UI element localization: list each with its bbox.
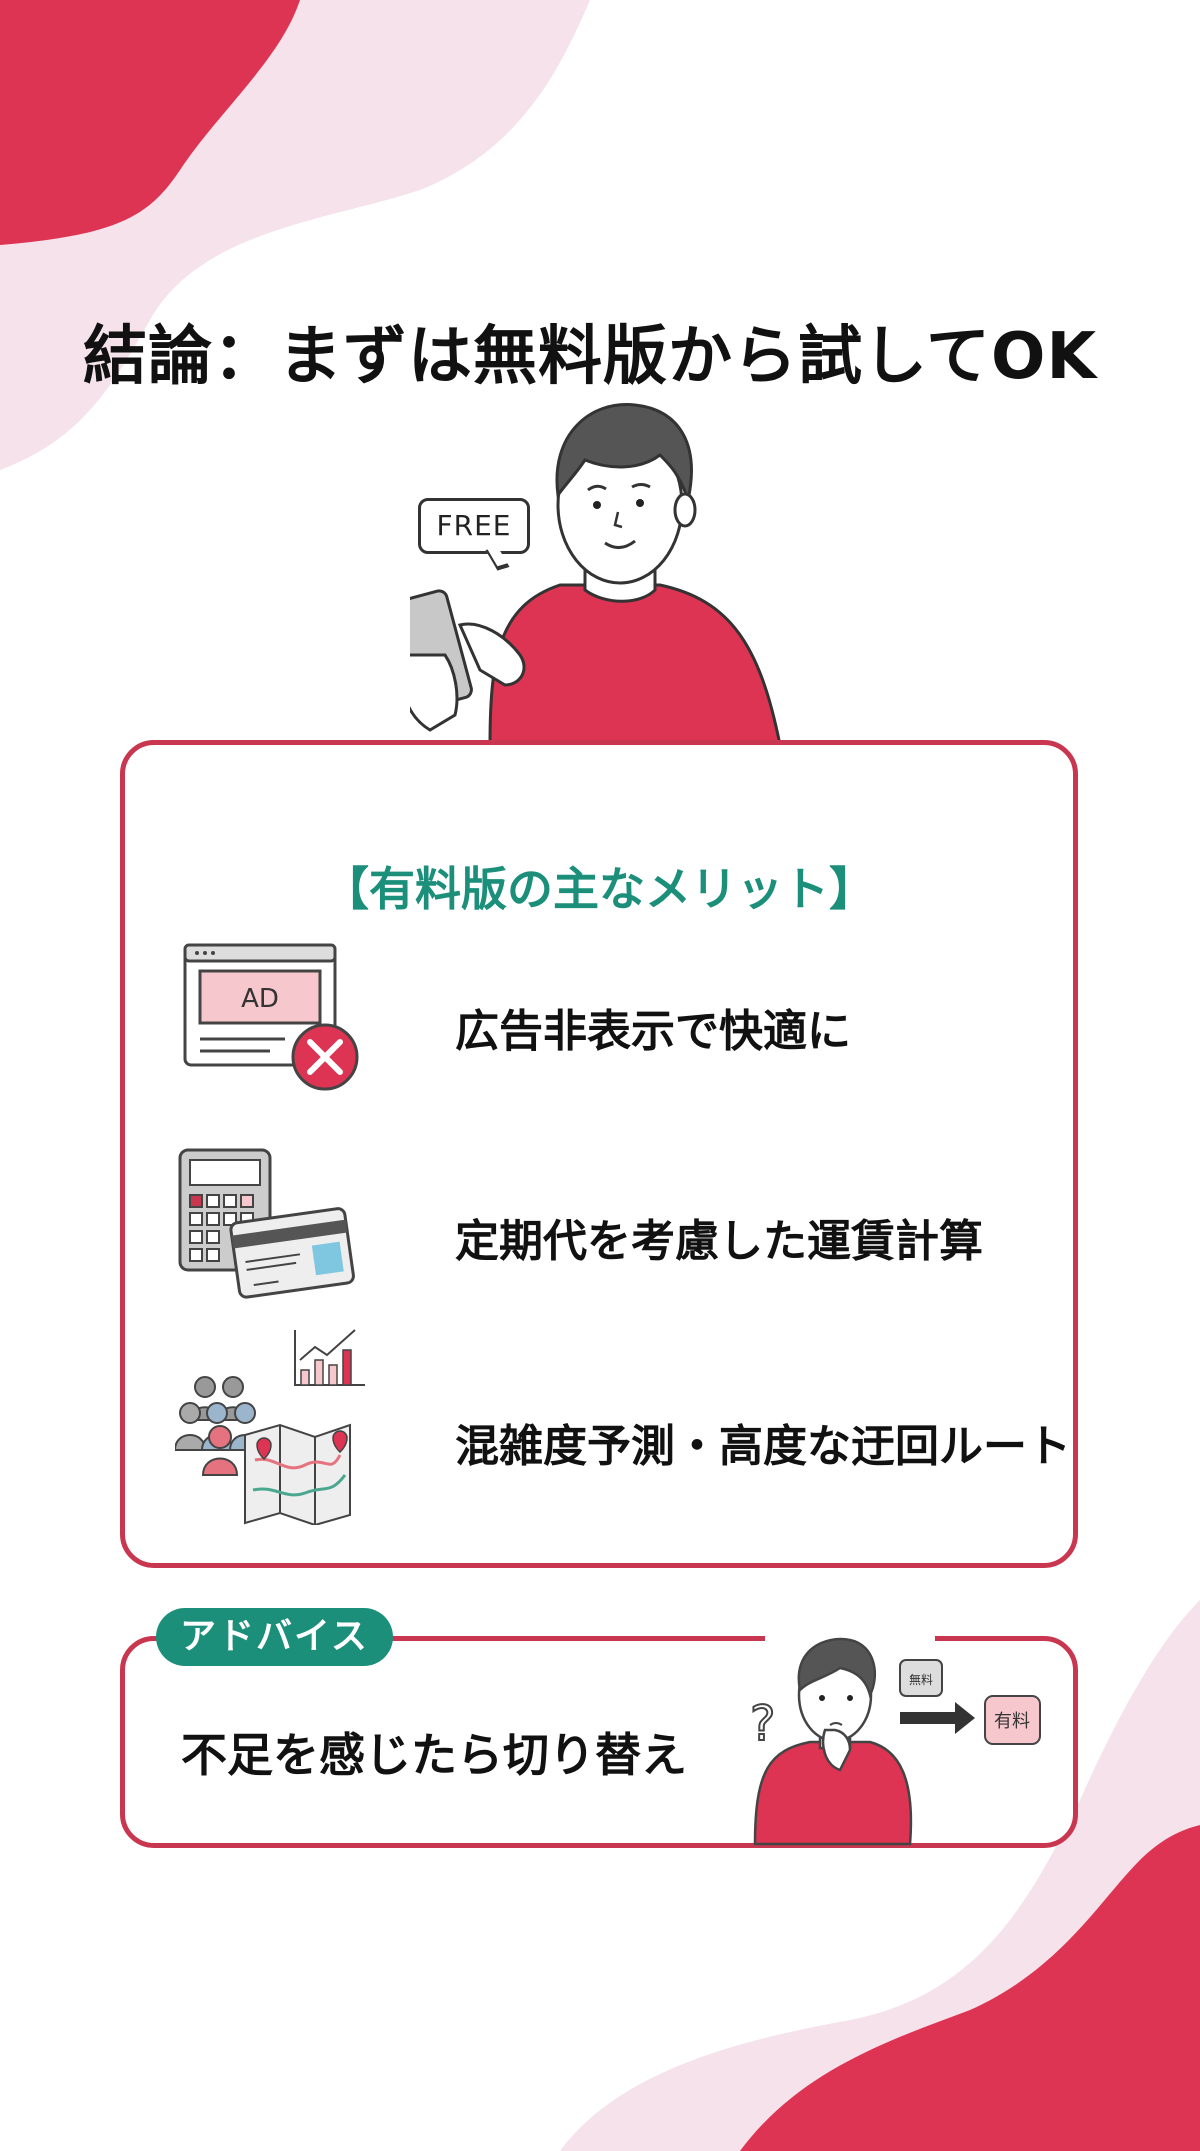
advice-badge: アドバイス bbox=[156, 1608, 393, 1666]
merit-item-congestion-route: 混雑度予測・高度な迂回ルート bbox=[175, 1329, 1071, 1525]
paid-merits-card: 【有料版の主なメリット】 AD 広告非表示で快適に bbox=[120, 740, 1078, 1568]
merit-label-fare-calc: 定期代を考慮した運賃計算 bbox=[455, 1216, 983, 1267]
merit-label-congestion-route: 混雑度予測・高度な迂回ルート bbox=[455, 1421, 1071, 1472]
crowd-map-icon bbox=[175, 1329, 365, 1525]
top-left-blob-decoration bbox=[0, 0, 590, 470]
merit-label-no-ads: 広告非表示で快適に bbox=[455, 1006, 851, 1057]
advice-text: 不足を感じたら切り替え bbox=[181, 1728, 687, 1782]
merit-item-no-ads: AD 広告非表示で快適に bbox=[175, 935, 1035, 1105]
merits-heading: 【有料版の主なメリット】 bbox=[323, 862, 875, 917]
paid-label: 有料 bbox=[994, 1711, 1030, 1732]
free-speech-bubble: FREE bbox=[418, 498, 530, 554]
page-title: 結論：まずは無料版から試してOK bbox=[82, 319, 1098, 394]
calculator-pass-icon bbox=[178, 1148, 355, 1299]
merit-item-fare-calc: 定期代を考慮した運賃計算 bbox=[175, 1145, 1035, 1315]
free-label: 無料 bbox=[909, 1672, 933, 1687]
svg-text:AD: AD bbox=[241, 984, 279, 1014]
thinking-man-switch-illustration: ? 無料 有料 bbox=[749, 1637, 1041, 1846]
man-with-phone-illustration bbox=[410, 403, 782, 745]
svg-text:?: ? bbox=[750, 1696, 775, 1752]
bottom-right-blob-decoration bbox=[560, 1600, 1200, 2151]
ad-block-icon: AD bbox=[183, 943, 359, 1091]
